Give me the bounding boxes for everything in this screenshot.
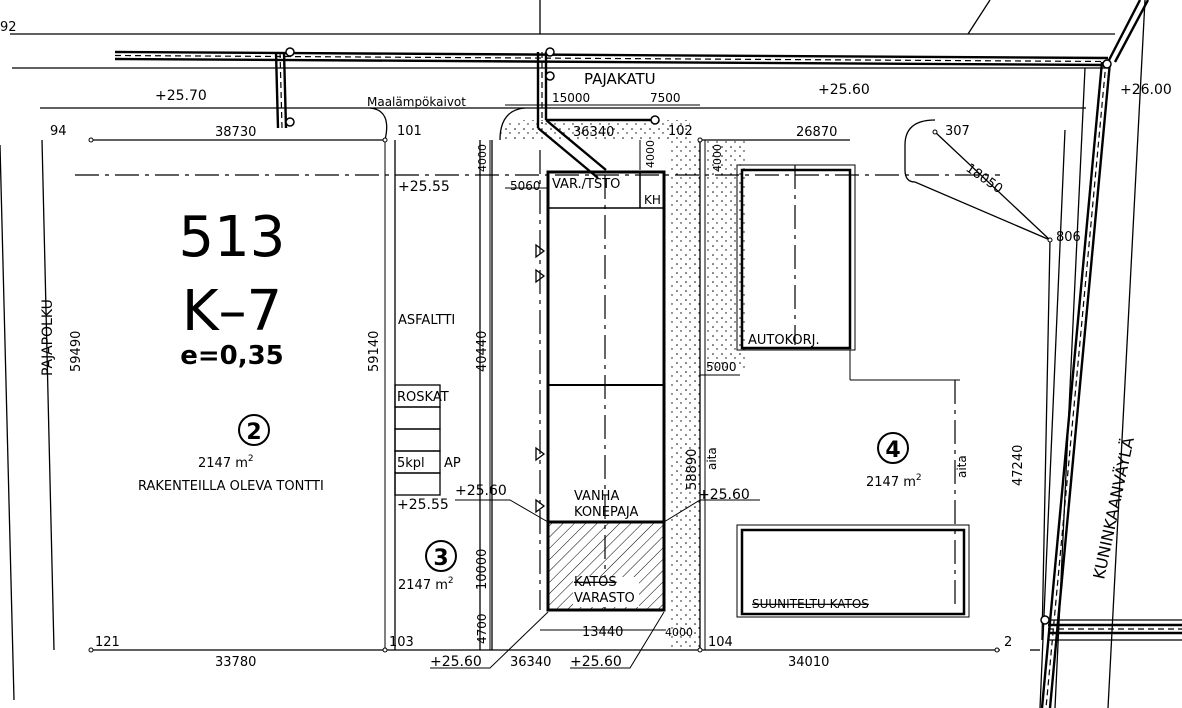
kh-label: KH [644,193,661,207]
efficiency: e=0,35 [180,341,284,371]
point-label: 102 [668,124,693,139]
old-machine-shop [546,170,666,612]
dimension-label: 13440 [582,625,623,640]
plot-4-circle [877,432,909,464]
plot-2-area: 2147 m2 [198,454,254,471]
pipe-centerline [114,51,1182,708]
plot-4-area: 2147 m2 [866,473,922,490]
old-shop-label-1: VANHA [574,489,619,504]
dimension-lines [384,104,760,669]
point-label: 103 [389,635,414,650]
dimension-label: 5060 [510,179,541,193]
dimension-label: 4000 [476,144,489,172]
auto-repair-building [740,168,852,350]
dimension-label: 15000 [552,91,590,105]
plot-3-number: 3 [433,546,448,571]
point-label: 94 [50,124,67,139]
auto-repair-outline [736,164,856,351]
zoning-code: K–7 [182,279,282,344]
dimension-label: 4700 [475,613,489,644]
fence-label-2: aita [955,455,969,478]
point-label: 806 [1056,230,1081,245]
asphalt-label: ASFALTTI [398,313,455,328]
point-label: 92 [0,20,17,35]
point-label: 104 [708,635,733,650]
dimension-label: 40440 [475,331,490,372]
warehouse-label: VARASTO [574,591,635,606]
plot-2-number: 2 [246,420,261,445]
street-north: PAJAKATU [584,70,656,88]
gravel-strip-2 [705,140,745,370]
dimension-label: 38730 [215,125,256,140]
dimension-label: 36340 [510,655,551,670]
point-label: 121 [95,635,120,650]
dimension-label: 33780 [215,655,256,670]
wall-markers [535,243,546,514]
elevation: +26.00 [1120,82,1172,98]
plot-3-circle [425,540,457,572]
plot-2-circle [238,414,270,446]
gravel-strip [670,140,700,650]
dimension-label: 58890 [685,449,700,490]
point-label: 2 [1004,635,1012,650]
survey-points [88,129,1053,653]
plot-4-number: 4 [885,438,900,463]
geothermal-wells-label: Maalämpökaivot [367,95,466,109]
under-construction-label: RAKENTEILLA OLEVA TONTTI [138,479,324,494]
street-west: PAJAPOLKU [40,299,56,376]
elevation: +25.60 [455,483,507,499]
dimension-label: 59140 [367,331,382,372]
dimension-label: 4000 [665,626,693,639]
dimension-label: 18050 [963,161,1005,197]
bins-label: ROSKAT [397,390,449,405]
elevation: +25.55 [397,497,449,513]
shelter-struck-label: KATOS [574,575,617,590]
parking-label: 5kpl [397,456,425,471]
elevation: +25.60 [430,654,482,670]
elevation: +25.60 [698,487,750,503]
point-label: 307 [945,124,970,139]
planned-shelter [740,528,966,616]
planned-shelter-outline [736,524,970,618]
parking-ap-label: AP [444,456,461,471]
dimension-label: 5000 [706,360,737,374]
parking-boxes [394,384,441,496]
fence-label-1: aita [705,447,719,470]
old-shop-label-2: KONEPAJA [574,505,638,520]
block-number: 513 [179,205,286,270]
point-label: 101 [397,124,422,139]
dimension-label: 7500 [650,91,681,105]
elevation: +25.60 [818,82,870,98]
dimension-label: 59490 [69,331,84,372]
elevation: +25.60 [570,654,622,670]
elevation: +25.70 [155,88,207,104]
dimension-label: 36340 [573,125,614,140]
auto-repair-label: AUTOKORJ. [748,333,820,348]
storage-office-label: VAR./TSTO [552,177,620,192]
elevation: +25.55 [398,179,450,195]
pipe-nodes [285,47,1112,625]
dimension-label: 26870 [796,125,837,140]
planned-shelter-label: SUUNITELTU KATOS [752,597,869,611]
street-east: KUNINKAANVÄYLÄ [1089,435,1138,580]
dimension-label: 10000 [475,549,490,590]
dimension-label: 47240 [1011,445,1026,486]
dimension-label: 4000 [711,144,724,172]
plot-3-area: 2147 m2 [398,576,454,593]
dimension-label: 34010 [788,655,829,670]
dimension-label: 4000 [644,140,657,168]
